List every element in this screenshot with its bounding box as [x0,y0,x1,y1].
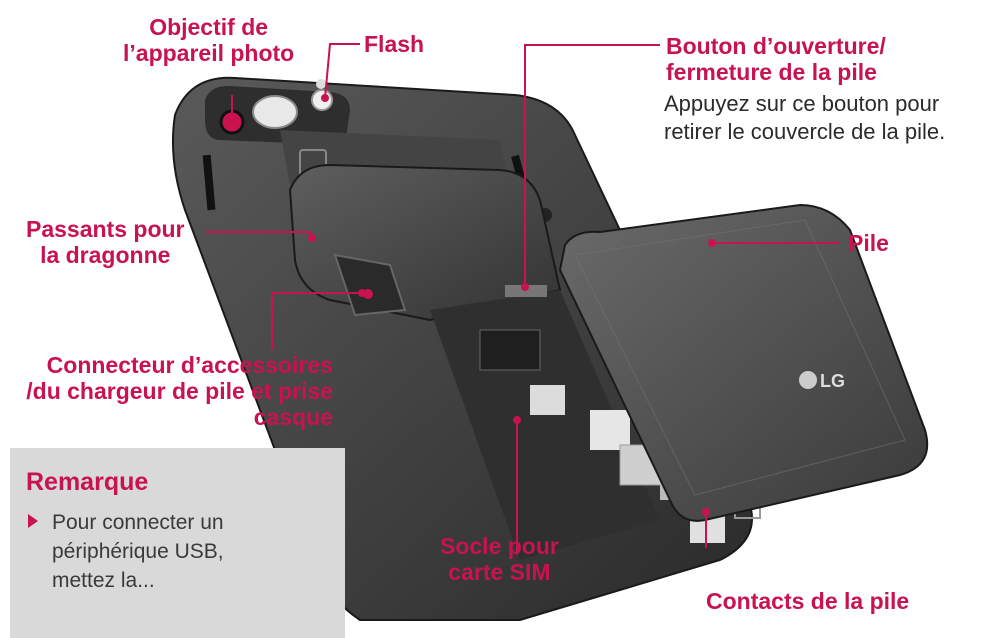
connector-block [333,253,407,317]
lg-logo-icon [799,371,817,389]
label-flash: Flash [364,31,425,57]
battery-logo-text: LG [820,371,845,391]
battery [558,203,929,522]
battery-release-description: Appuyez sur ce bouton pour retirer le co… [664,91,946,144]
label-accessory-connector: Connecteur d’accessoires /du chargeur de… [26,352,333,430]
bullet-arrow-icon [28,514,38,528]
label-battery-contacts: Contacts de la pile [706,588,910,614]
label-camera-lens: Objectif de l’appareil photo [123,14,295,66]
note-box: Remarque Pour connecter un périphérique … [10,448,345,638]
note-text: Pour connecter un périphérique USB, mett… [52,511,224,592]
leader-lines [205,43,840,555]
label-battery-release: Bouton d’ouverture/ fermeture de la pile [666,33,886,85]
release-button [505,285,547,297]
mirror-icon [252,95,298,129]
label-sim-socket: Socle pour carte SIM [440,533,559,585]
leader-dots [228,94,716,516]
note-title: Remarque [26,468,149,496]
sim-socket [590,410,630,450]
label-battery: Pile [848,230,889,256]
label-strap-holes: Passants pour la dragonne [26,216,185,268]
